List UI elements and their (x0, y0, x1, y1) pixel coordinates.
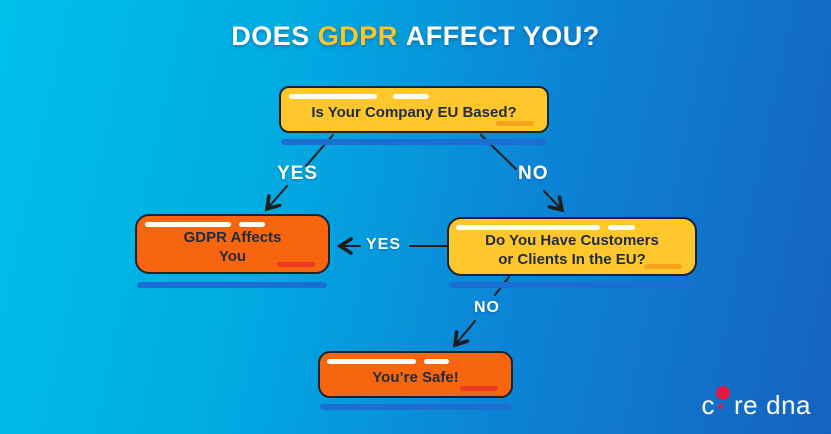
title-word-affect-you: AFFECT YOU? (405, 21, 600, 51)
accent-line (496, 121, 534, 126)
node-shadow (281, 139, 547, 145)
gloss-line-long (456, 225, 600, 230)
title-word-gdpr: GDPR (317, 21, 398, 51)
edge-label-yes-left: YES (277, 163, 319, 184)
accent-line (460, 386, 498, 391)
edge-label-yes-mid: YES (366, 236, 402, 253)
gloss-line-short (239, 222, 265, 227)
accent-line (644, 264, 682, 269)
gloss-line-long (145, 222, 231, 227)
node-shadow (320, 404, 511, 410)
gloss-line-short (608, 225, 635, 230)
node-shadow (449, 282, 695, 288)
title-word-does: DOES (231, 21, 310, 51)
node-shadow (137, 282, 327, 288)
gloss-line-short (393, 94, 429, 99)
gloss-line-long (289, 94, 377, 99)
flow-node-gdpr-affects-you: GDPR Affects You (135, 214, 330, 274)
edge-no-bottom-lower (452, 320, 476, 348)
logo-o-icon (715, 386, 733, 414)
logo-text-dna: dna (766, 390, 811, 420)
node-label: Is Your Company EU Based? (311, 104, 517, 121)
flow-node-company-eu-based: Is Your Company EU Based? (279, 86, 549, 133)
flow-node-customers-in-eu: Do You Have Customers or Clients In the … (447, 217, 697, 276)
logo-text-c: c (701, 390, 715, 420)
logo-text-re: re (733, 390, 759, 420)
edge-yes-left-lower (264, 185, 288, 212)
flow-node-youre-safe: You’re Safe! (318, 351, 513, 398)
node-label: You’re Safe! (372, 369, 459, 386)
edge-label-no-bottom: NO (474, 299, 500, 316)
node-label: GDPR Affects You (183, 229, 282, 265)
gloss-line-short (424, 359, 449, 364)
accent-line (277, 262, 315, 267)
gloss-line-long (327, 359, 416, 364)
node-label: Do You Have Customers or Clients In the … (485, 231, 659, 268)
edge-no-right-lower (543, 190, 565, 213)
edge-label-no-right: NO (518, 163, 549, 184)
